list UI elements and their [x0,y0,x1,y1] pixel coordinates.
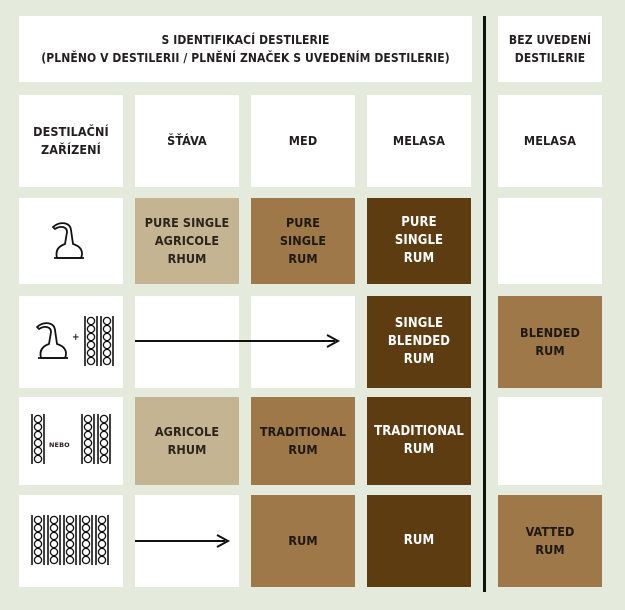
column-header-apparatus: DESTILAČNÍ ZAŘÍZENÍ [19,95,123,187]
row2-apparatus: + [19,296,123,388]
row3-apparatus: NEBO [19,397,123,485]
row1-molasses-right-cell [498,198,602,284]
row4-molasses-cell: RUM [367,495,471,587]
pot-still-icon [36,322,69,359]
row4-arrow-icon [135,534,231,548]
row4-honey-cell: RUM [251,495,355,587]
column-still-icon [84,315,98,367]
column-still-icon [97,413,111,465]
row1-juice-cell: PURE SINGLE AGRICOLE RHUM [135,198,239,284]
row4-molasses-right-cell: VATTED RUM [498,495,602,587]
pot-still-icon [52,222,85,259]
no-distillery-header: BEZ UVEDENÍ DESTILERIE [498,16,602,82]
row1-molasses-cell: PURE SINGLE RUM [367,198,471,284]
identified-distillery-header: S IDENTIFIKACÍ DESTILERIE (PLNĚNO V DEST… [19,16,472,82]
column-still-icon [81,413,95,465]
row3-molasses-right-cell [498,397,602,485]
row1-honey-cell: PURE SINGLE RUM [251,198,355,284]
row1-apparatus [19,198,123,284]
row2-molasses-cell: SINGLE BLENDED RUM [367,296,471,388]
plus-connector: + [72,332,80,343]
row4-apparatus [19,495,123,587]
or-connector: NEBO [49,441,70,449]
row3-juice-cell: AGRICOLE RHUM [135,397,239,485]
row3-molasses-cell: TRADITIONAL RUM [367,397,471,485]
row2-molasses-right-cell: BLENDED RUM [498,296,602,388]
column-still-icon [100,315,114,367]
section-divider [483,16,486,592]
column-header-honey: MED [251,95,355,187]
column-still-icon [31,413,45,465]
column-header-molasses: MELASA [367,95,471,187]
row2-arrow-icon [135,334,341,348]
column-header-juice: ŠŤÁVA [135,95,239,187]
multiple-column-stills-icon [31,514,109,566]
row3-honey-cell: TRADITIONAL RUM [251,397,355,485]
column-header-molasses-no-distillery: MELASA [498,95,602,187]
